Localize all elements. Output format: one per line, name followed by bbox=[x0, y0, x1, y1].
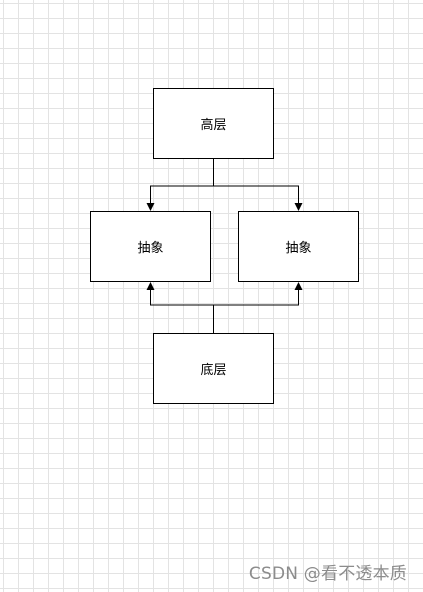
watermark: CSDN @看不透本质 bbox=[248, 564, 407, 584]
node-abstraction-left: 抽象 bbox=[90, 211, 211, 282]
connector-top-to-right bbox=[213, 185, 303, 211]
node-low-level-label: 底层 bbox=[200, 363, 227, 378]
node-high-level-label: 高层 bbox=[200, 118, 227, 133]
connector-top-to-left bbox=[146, 159, 214, 211]
connector-bottom-to-right bbox=[213, 282, 303, 306]
connector-bottom-to-left bbox=[146, 282, 214, 333]
node-high-level: 高层 bbox=[153, 88, 274, 159]
node-abstraction-right-label: 抽象 bbox=[285, 241, 312, 256]
node-low-level: 底层 bbox=[153, 333, 274, 404]
node-abstraction-left-label: 抽象 bbox=[137, 241, 164, 256]
node-abstraction-right: 抽象 bbox=[238, 211, 359, 282]
